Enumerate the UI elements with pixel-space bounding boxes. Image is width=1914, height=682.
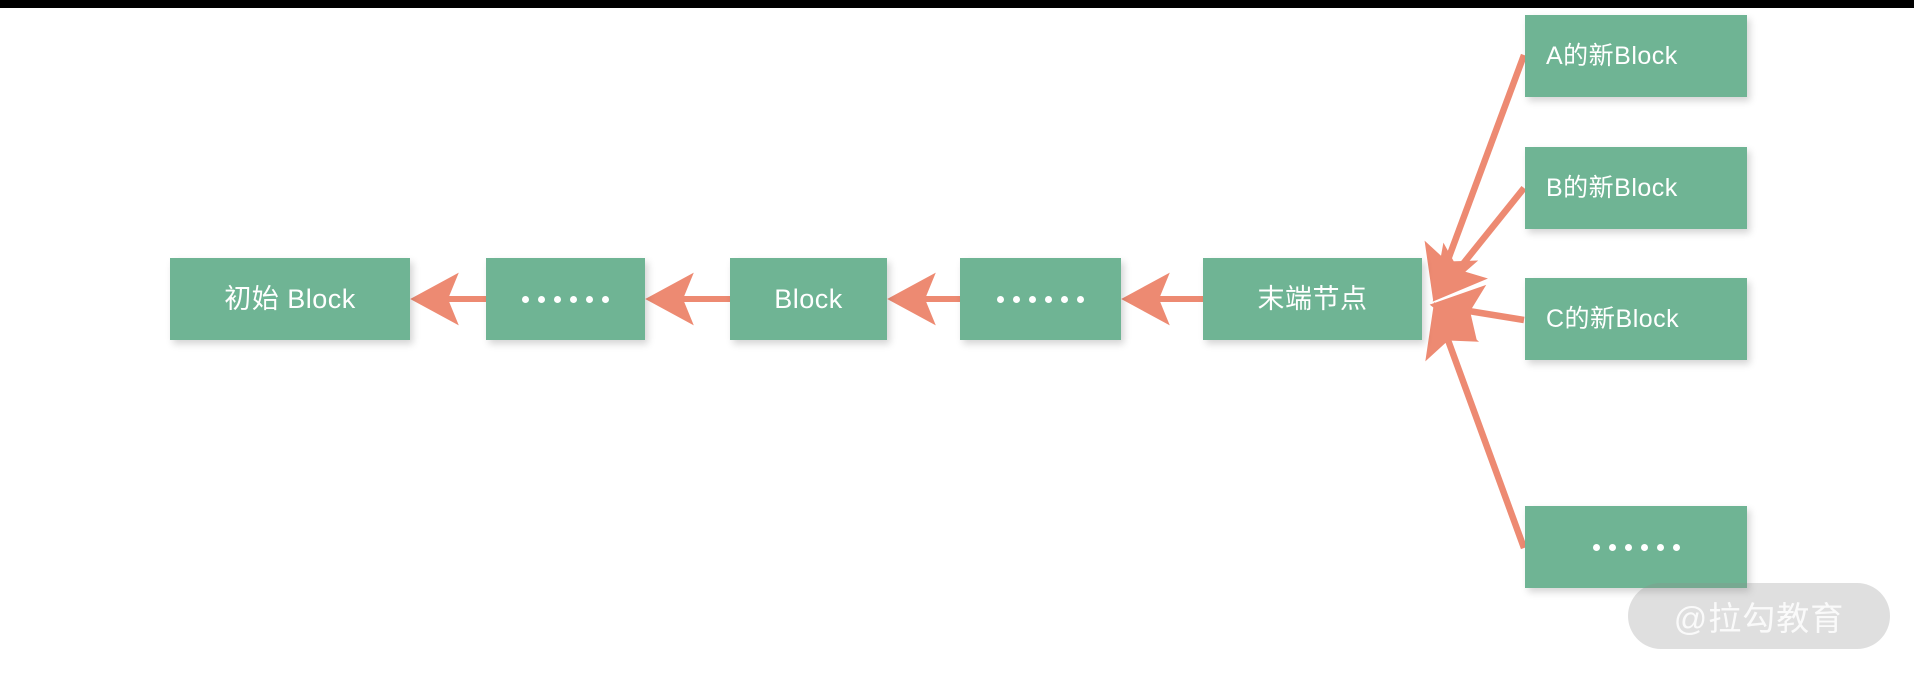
- fork-block-b[interactable]: B的新Block: [1525, 147, 1747, 229]
- fork-block-b-label: B的新Block: [1546, 173, 1678, 202]
- chain-block-block-label: Block: [774, 283, 843, 314]
- chain-block-ellipsis-2[interactable]: [960, 258, 1121, 340]
- fork-block-more[interactable]: [1525, 506, 1747, 588]
- fork-block-c[interactable]: C的新Block: [1525, 278, 1747, 360]
- arrow-forkC-to-tip: [1429, 284, 1525, 342]
- arrow-forkA-to-tip: [1424, 53, 1528, 300]
- chain-block-genesis[interactable]: 初始 Block: [170, 258, 410, 340]
- top-black-bar: [0, 0, 1914, 8]
- chain-block-genesis-label: 初始 Block: [224, 283, 356, 314]
- fork-block-a[interactable]: A的新Block: [1525, 15, 1747, 97]
- ellipsis-dots-icon: [997, 295, 1084, 303]
- chain-block-block[interactable]: Block: [730, 258, 887, 340]
- watermark-text: @拉勾教育: [1673, 600, 1845, 637]
- ellipsis-dots-icon: [1592, 543, 1680, 551]
- chain-block-tip-label: 末端节点: [1257, 283, 1368, 314]
- ellipsis-dots-icon: [522, 295, 609, 303]
- fork-block-a-label: A的新Block: [1546, 41, 1678, 70]
- chain-block-tip[interactable]: 末端节点: [1203, 258, 1422, 340]
- arrow-forkB-to-tip: [1432, 185, 1527, 302]
- watermark-badge: @拉勾教育: [1628, 583, 1890, 649]
- arrow-forkMore-to-tip: [1425, 302, 1528, 550]
- chain-block-ellipsis-1[interactable]: [486, 258, 645, 340]
- fork-block-c-label: C的新Block: [1546, 304, 1680, 333]
